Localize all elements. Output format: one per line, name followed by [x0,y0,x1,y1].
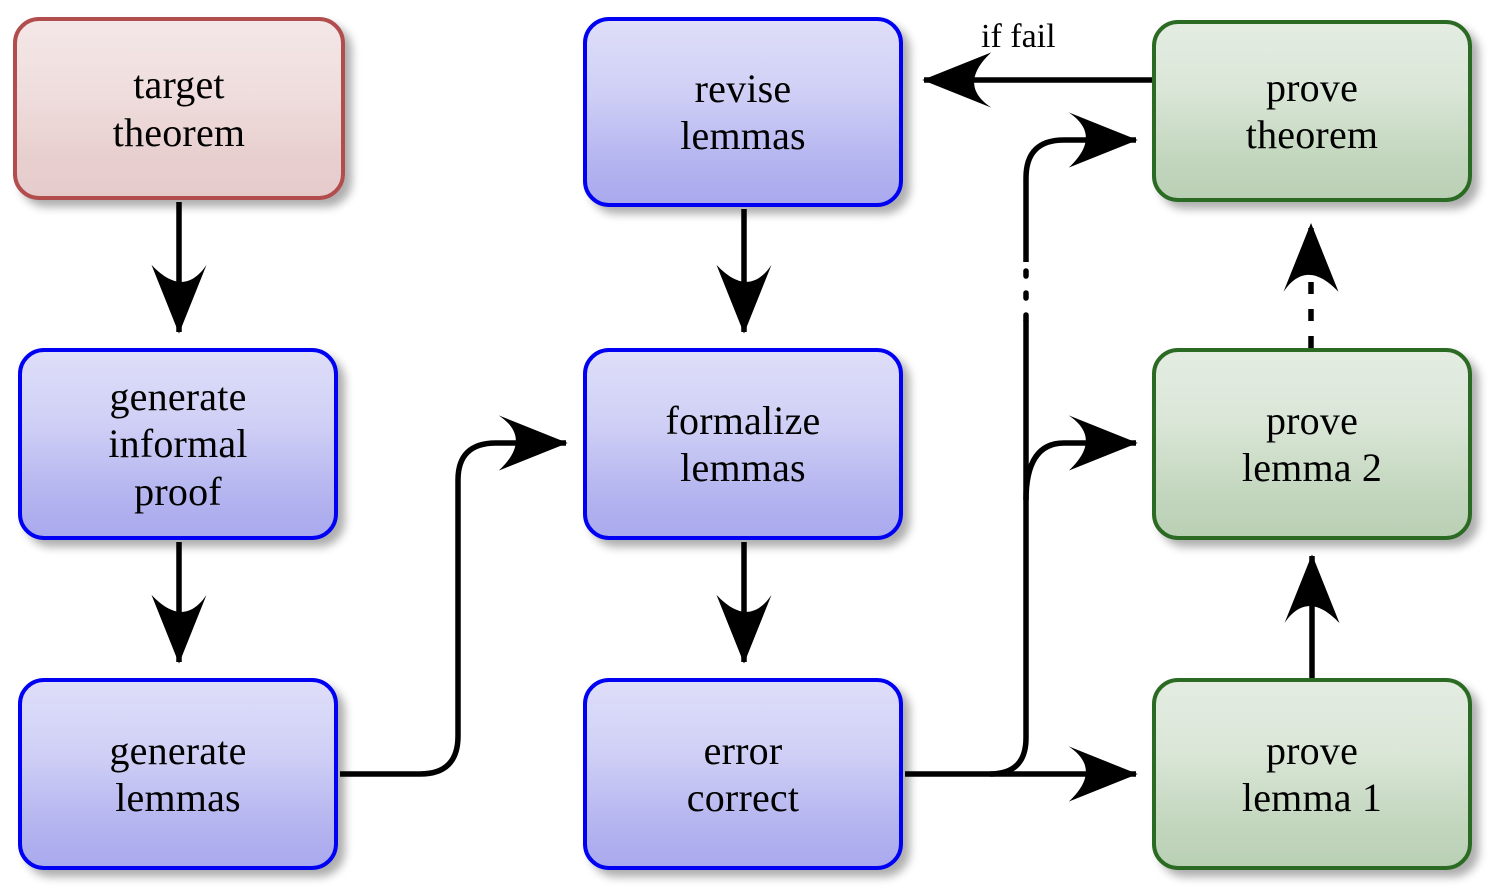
node-label: generate informal proof [108,374,248,514]
node-prove-lemma-1[interactable]: prove lemma 1 [1152,678,1472,870]
edge-lemmas-to-formalize [340,415,568,777]
node-label: prove theorem [1245,64,1379,157]
node-prove-theorem[interactable]: prove theorem [1152,20,1472,202]
edge-trunk-to-lemma2 [1023,415,1138,501]
node-target-theorem[interactable]: target theorem [13,17,345,200]
node-label: prove lemma 2 [1241,397,1383,490]
node-label: revise lemmas [680,65,806,158]
node-label: generate lemmas [109,727,247,820]
node-label: formalize lemmas [665,397,821,490]
edge-trunk-to-theorem [1023,112,1138,262]
node-label: target theorem [112,62,246,155]
node-label: error correct [686,727,800,820]
node-revise-lemmas[interactable]: revise lemmas [583,17,903,207]
node-generate-lemmas[interactable]: generate lemmas [18,678,338,870]
node-error-correct[interactable]: error correct [583,678,903,870]
node-generate-informal-proof[interactable]: generate informal proof [18,348,338,540]
edge-label-if-fail: if fail [981,18,1056,55]
edge-trunk-lower [989,320,1029,777]
node-formalize-lemmas[interactable]: formalize lemmas [583,348,903,540]
node-label: prove lemma 1 [1241,727,1383,820]
node-prove-lemma-2[interactable]: prove lemma 2 [1152,348,1472,540]
